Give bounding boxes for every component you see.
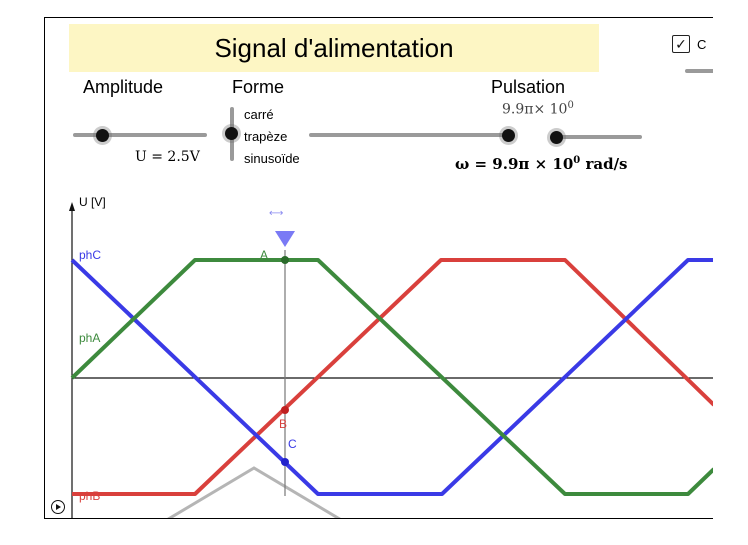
series-phA (70, 258, 713, 496)
checkbox-label: C (697, 37, 707, 52)
amplitude-value: U = 2.5V (135, 149, 200, 165)
forme-slider-knob[interactable] (225, 127, 238, 140)
forme-label: Forme (232, 77, 285, 97)
show-checkbox[interactable]: ✓ (672, 35, 690, 53)
exponent-slider-track[interactable] (550, 135, 642, 139)
partial-slider[interactable] (685, 69, 713, 73)
play-button[interactable] (51, 500, 65, 514)
page-title: Signal d'alimentation (214, 32, 454, 63)
applet-frame: Signal d'alimentation ✓ C Amplitude U = … (44, 17, 713, 519)
signal-graph[interactable]: ⟷ A B C phC phA phB U [V] (45, 18, 713, 519)
reference-triangle (167, 466, 341, 518)
series-label-phC: phC (79, 248, 101, 262)
point-B (281, 406, 289, 414)
y-axis-label: U [V] (79, 195, 106, 209)
amplitude-slider-track[interactable] (73, 133, 207, 137)
pulsation-formula: ω = 9.9π × 100 rad/s (455, 155, 628, 173)
amplitude-slider-knob[interactable] (96, 129, 109, 142)
series-phC (70, 258, 713, 496)
point-A-label: A (260, 248, 268, 262)
cursor-drag-hint: ⟷ (269, 208, 283, 219)
play-icon (56, 504, 61, 510)
pulsation-slider-knob[interactable] (502, 129, 515, 142)
point-A (281, 256, 289, 264)
series-phB (72, 258, 713, 496)
exponent-slider-knob[interactable] (550, 131, 563, 144)
title-banner: Signal d'alimentation (69, 24, 599, 72)
time-cursor-handle (275, 231, 295, 247)
forme-option-carre[interactable]: carré (244, 107, 274, 122)
y-axis-arrow (69, 202, 75, 211)
pulsation-top-value: 9.9π× 100 (502, 100, 574, 118)
forme-option-trapeze[interactable]: trapèze (244, 129, 288, 144)
pulsation-label: Pulsation (491, 77, 566, 97)
point-C-label: C (288, 437, 297, 451)
forme-option-sinusoide[interactable]: sinusoïde (244, 151, 300, 166)
series-label-phB: phB (79, 489, 100, 503)
pulsation-slider-track[interactable] (309, 133, 509, 137)
amplitude-label: Amplitude (83, 77, 164, 97)
series-label-phA: phA (79, 331, 100, 345)
point-C (281, 458, 289, 466)
point-B-label: B (279, 417, 287, 431)
check-icon: ✓ (675, 36, 687, 52)
